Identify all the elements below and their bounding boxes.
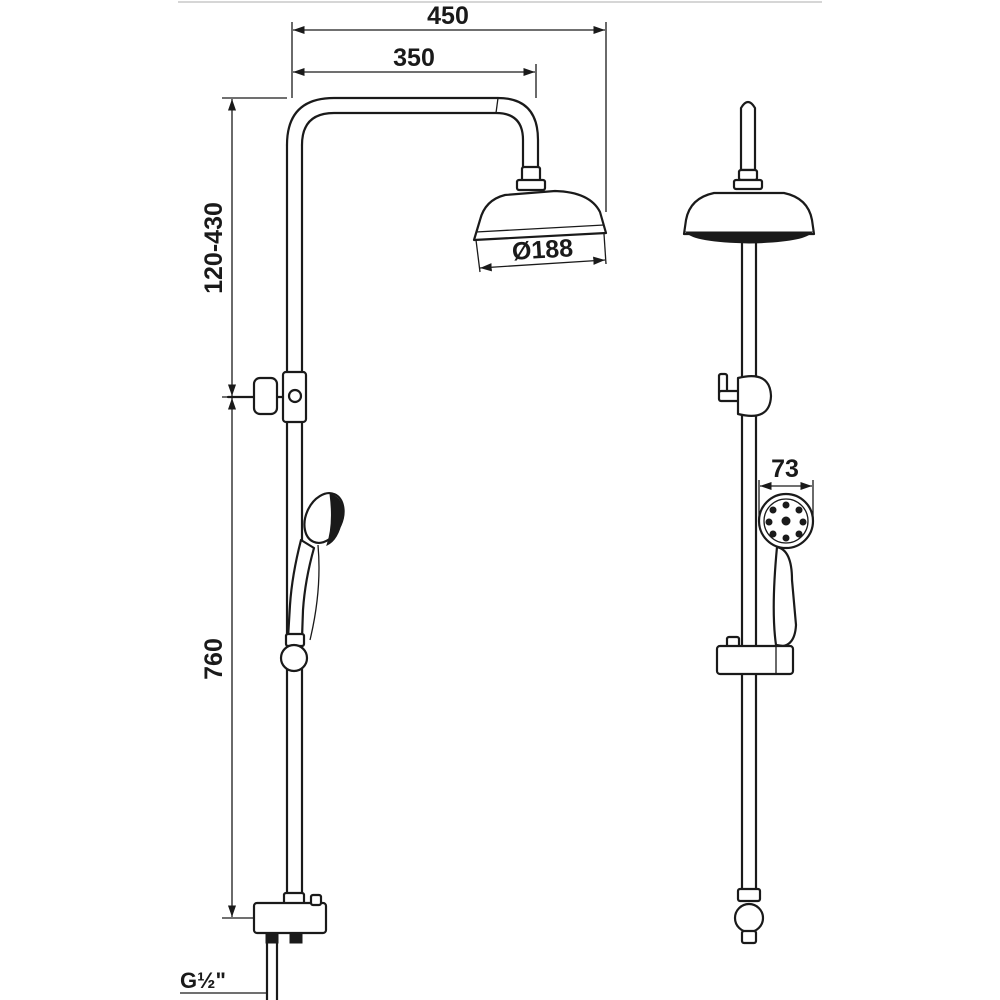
thread-fraction: ½ [197, 968, 215, 993]
front-arm-top [739, 100, 757, 172]
hand-shower-spray-face-side [326, 493, 343, 546]
inlet-nut-right [289, 932, 303, 944]
head-swivel-nut [515, 178, 547, 192]
front-hand-shower-handle [772, 545, 798, 648]
dim-120-430-label: 120-430 [200, 202, 228, 294]
front-head-collar [732, 178, 764, 191]
inlet-nut-left [265, 932, 279, 944]
hand-shower-handle-side [286, 538, 316, 640]
front-diverter-stem [717, 389, 741, 403]
front-hand-shower-ring [763, 498, 809, 544]
shower-arm-inner [300, 111, 525, 170]
front-bottom-connector [733, 902, 765, 934]
front-head-nut [737, 168, 759, 182]
dimension-lines [180, 22, 607, 994]
diverter-pivot-icon [287, 388, 303, 404]
front-view [682, 100, 816, 945]
wall-outlet-cap [309, 893, 323, 907]
diverter-knob-hub [252, 376, 279, 416]
shower-arm-outer [285, 96, 540, 170]
front-diverter-knob [736, 375, 773, 417]
thread-suffix: " [215, 968, 225, 993]
front-bottom-nut [736, 887, 762, 903]
front-shower-spray-face [684, 231, 814, 244]
dim-73-label: 73 [771, 455, 799, 483]
dim-450-label: 450 [427, 2, 469, 30]
shower-head-face-line [475, 224, 605, 233]
dim-188-ext-right [603, 233, 607, 265]
side-view [226, 96, 608, 1000]
front-hand-shower-nozzles [765, 501, 807, 542]
slider-knob-side [279, 643, 309, 673]
thread-prefix: G [180, 968, 197, 993]
dim-760-label: 760 [200, 638, 228, 680]
dim-188-ext-left [475, 239, 481, 273]
front-overhead-shower-head [682, 191, 816, 236]
dim-188-label: Ø188 [511, 234, 574, 266]
hand-shower-hose-side [309, 544, 320, 641]
overhead-shower-head [472, 189, 608, 242]
wall-outlet-body [252, 901, 328, 935]
dim-350-label: 350 [393, 44, 435, 72]
hand-shower-head-side [303, 492, 345, 544]
dim-73 [758, 480, 814, 521]
dim-thread-label: G½" [180, 968, 226, 993]
front-bottom-outlet [740, 929, 758, 945]
arm-joint-line [495, 97, 499, 114]
dim-188-line [479, 256, 606, 272]
front-slider-bracket [715, 644, 795, 676]
